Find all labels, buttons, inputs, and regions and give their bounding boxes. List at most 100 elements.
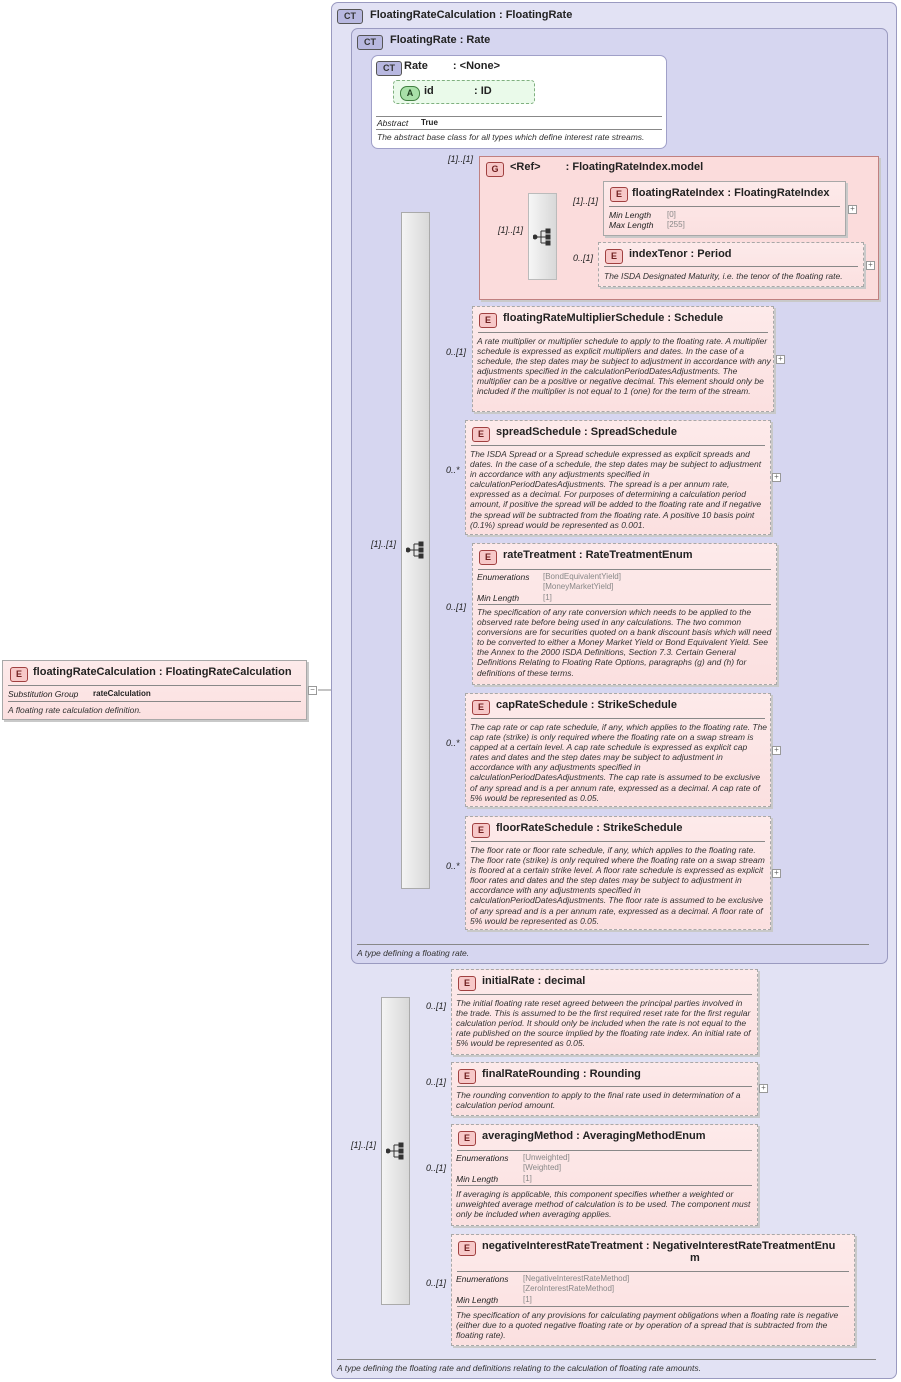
element-type: Schedule — [674, 312, 724, 324]
element-rate-treatment[interactable]: E rateTreatment : RateTreatmentEnum Enum… — [472, 543, 777, 685]
expand-icon[interactable]: + — [772, 746, 781, 755]
expand-icon[interactable]: + — [866, 261, 875, 270]
colon-separator: : — [578, 549, 583, 561]
complex-type-badge: CT — [357, 35, 383, 50]
element-badge: E — [479, 550, 497, 565]
element-final-rate-rounding[interactable]: E finalRateRounding : Rounding The round… — [451, 1062, 758, 1116]
enumerations-label: Enumerations — [456, 1153, 509, 1163]
root-element-floating-rate-calculation[interactable]: E floatingRateCalculation : FloatingRate… — [2, 660, 307, 720]
substitution-group-label: Substitution Group — [8, 689, 79, 699]
element-name: finalRateRounding — [482, 1068, 580, 1080]
element-badge: E — [458, 976, 476, 991]
colon-separator: : — [582, 1068, 587, 1080]
element-averaging-method[interactable]: E averagingMethod : AveragingMethodEnum … — [451, 1124, 758, 1226]
expand-icon[interactable]: + — [772, 473, 781, 482]
separator — [457, 994, 752, 995]
element-floor-rate-schedule[interactable]: E floorRateSchedule : StrikeSchedule The… — [465, 816, 771, 930]
element-initial-rate[interactable]: E initialRate : decimal The initial floa… — [451, 969, 758, 1055]
outer-ct-doc: A type defining the floating rate and de… — [337, 1363, 702, 1373]
element-cap-rate-schedule[interactable]: E capRateSchedule : StrikeSchedule The c… — [465, 693, 771, 807]
element-badge: E — [479, 313, 497, 328]
element-badge: E — [458, 1241, 476, 1256]
element-type: decimal — [544, 975, 586, 987]
element-doc: The specification of any rate conversion… — [477, 607, 772, 678]
separator — [471, 445, 765, 446]
element-floating-rate-multiplier-schedule[interactable]: E floatingRateMultiplierSchedule : Sched… — [472, 306, 774, 412]
final-rate-rounding-cardinality: 0..[1] — [426, 1077, 447, 1087]
separator — [376, 116, 662, 117]
abstract-value: True — [421, 118, 438, 127]
enumeration-value: [ZeroInterestRateMethod] — [523, 1284, 615, 1293]
colon-separator: : — [498, 9, 503, 21]
rate-ct-doc: The abstract base class for all types wh… — [377, 132, 645, 142]
enumeration-value: [BondEquivalentYield] — [543, 572, 621, 581]
element-floating-rate-index[interactable]: E floatingRateIndex : FloatingRateIndex … — [603, 181, 846, 236]
colon-separator: : — [727, 187, 732, 199]
root-element-type: FloatingRateCalculation — [165, 666, 292, 678]
element-negative-interest-rate-treatment[interactable]: E negativeInterestRateTreatment : Negati… — [451, 1234, 855, 1346]
min-length-value: [1] — [523, 1174, 532, 1183]
rate-ct-name: Rate — [404, 60, 428, 72]
min-length-label: Min Length — [456, 1174, 499, 1184]
element-spread-schedule[interactable]: E spreadSchedule : SpreadSchedule The IS… — [465, 420, 771, 535]
complex-type-badge: CT — [337, 9, 363, 24]
spread-schedule-cardinality: 0..* — [446, 465, 460, 475]
attribute-id[interactable]: A id : ID — [393, 80, 535, 104]
group-sequence-cardinality: [1]..[1] — [498, 225, 524, 235]
colon-separator: : — [565, 161, 570, 173]
expand-icon[interactable]: + — [848, 205, 857, 214]
separator — [457, 1271, 849, 1272]
element-name: rateTreatment — [503, 549, 576, 561]
element-doc: The initial floating rate reset agreed b… — [456, 998, 751, 1049]
max-length-label: Max Length — [609, 220, 654, 230]
root-element-doc: A floating rate calculation definition. — [8, 705, 142, 715]
element-type: RateTreatmentEnum — [585, 549, 693, 561]
separator — [457, 1306, 849, 1307]
separator — [357, 944, 869, 945]
element-badge: E — [458, 1131, 476, 1146]
group-name: <Ref> — [510, 161, 541, 173]
colon-separator: : — [576, 1130, 580, 1142]
element-doc: The floor rate or floor rate schedule, i… — [470, 845, 765, 926]
element-name: floatingRateIndex — [632, 187, 725, 199]
separator — [457, 1150, 752, 1151]
element-doc: The ISDA Designated Maturity, i.e. the t… — [604, 271, 843, 281]
element-doc: The specification of any provisions for … — [456, 1310, 839, 1341]
expand-icon[interactable]: + — [759, 1084, 768, 1093]
element-name: initialRate — [482, 975, 535, 987]
enumeration-value: [Weighted] — [523, 1163, 562, 1172]
group-badge: G — [486, 162, 504, 177]
inner-sequence-cardinality: [1]..[1] — [371, 539, 397, 549]
inner-ct-name: FloatingRate — [390, 34, 457, 46]
separator — [337, 1359, 876, 1360]
element-name: floatingRateMultiplierSchedule — [503, 312, 665, 324]
sequence-icon — [386, 1142, 404, 1160]
element-name: indexTenor — [629, 248, 688, 260]
element-index-tenor[interactable]: E indexTenor : Period The ISDA Designate… — [598, 242, 864, 287]
collapse-icon[interactable]: − — [308, 686, 317, 695]
colon-separator: : — [158, 666, 163, 678]
group-cardinality: [1]..[1] — [448, 154, 474, 164]
colon-separator: : — [596, 822, 600, 834]
colon-separator: : — [474, 85, 478, 97]
separator — [471, 841, 765, 842]
expand-icon[interactable]: + — [772, 869, 781, 878]
outer-ct-name: FloatingRateCalculation — [370, 9, 496, 21]
colon-separator: : — [459, 34, 464, 46]
complex-type-rate: CT Rate : <None> A id : ID Abstract True… — [371, 55, 667, 149]
expand-icon[interactable]: + — [776, 355, 785, 364]
element-badge: E — [605, 249, 623, 264]
colon-separator: : — [537, 975, 542, 987]
colon-separator: : — [590, 699, 595, 711]
element-name: negativeInterestRateTreatment — [482, 1240, 643, 1252]
sequence-icon — [406, 541, 424, 559]
floor-rate-schedule-cardinality: 0..* — [446, 861, 460, 871]
inner-ct-base: Rate — [466, 34, 491, 46]
element-type: NegativeInterestRateTreatmentEnu — [652, 1240, 836, 1252]
element-doc: The rounding convention to apply to the … — [456, 1090, 741, 1111]
min-length-label: Min Length — [477, 593, 520, 603]
group-type: FloatingRateIndex.model — [572, 161, 704, 173]
element-doc: A rate multiplier or multiplier schedule… — [477, 336, 771, 397]
max-length-value: [255] — [667, 220, 685, 229]
min-length-label: Min Length — [609, 210, 652, 220]
